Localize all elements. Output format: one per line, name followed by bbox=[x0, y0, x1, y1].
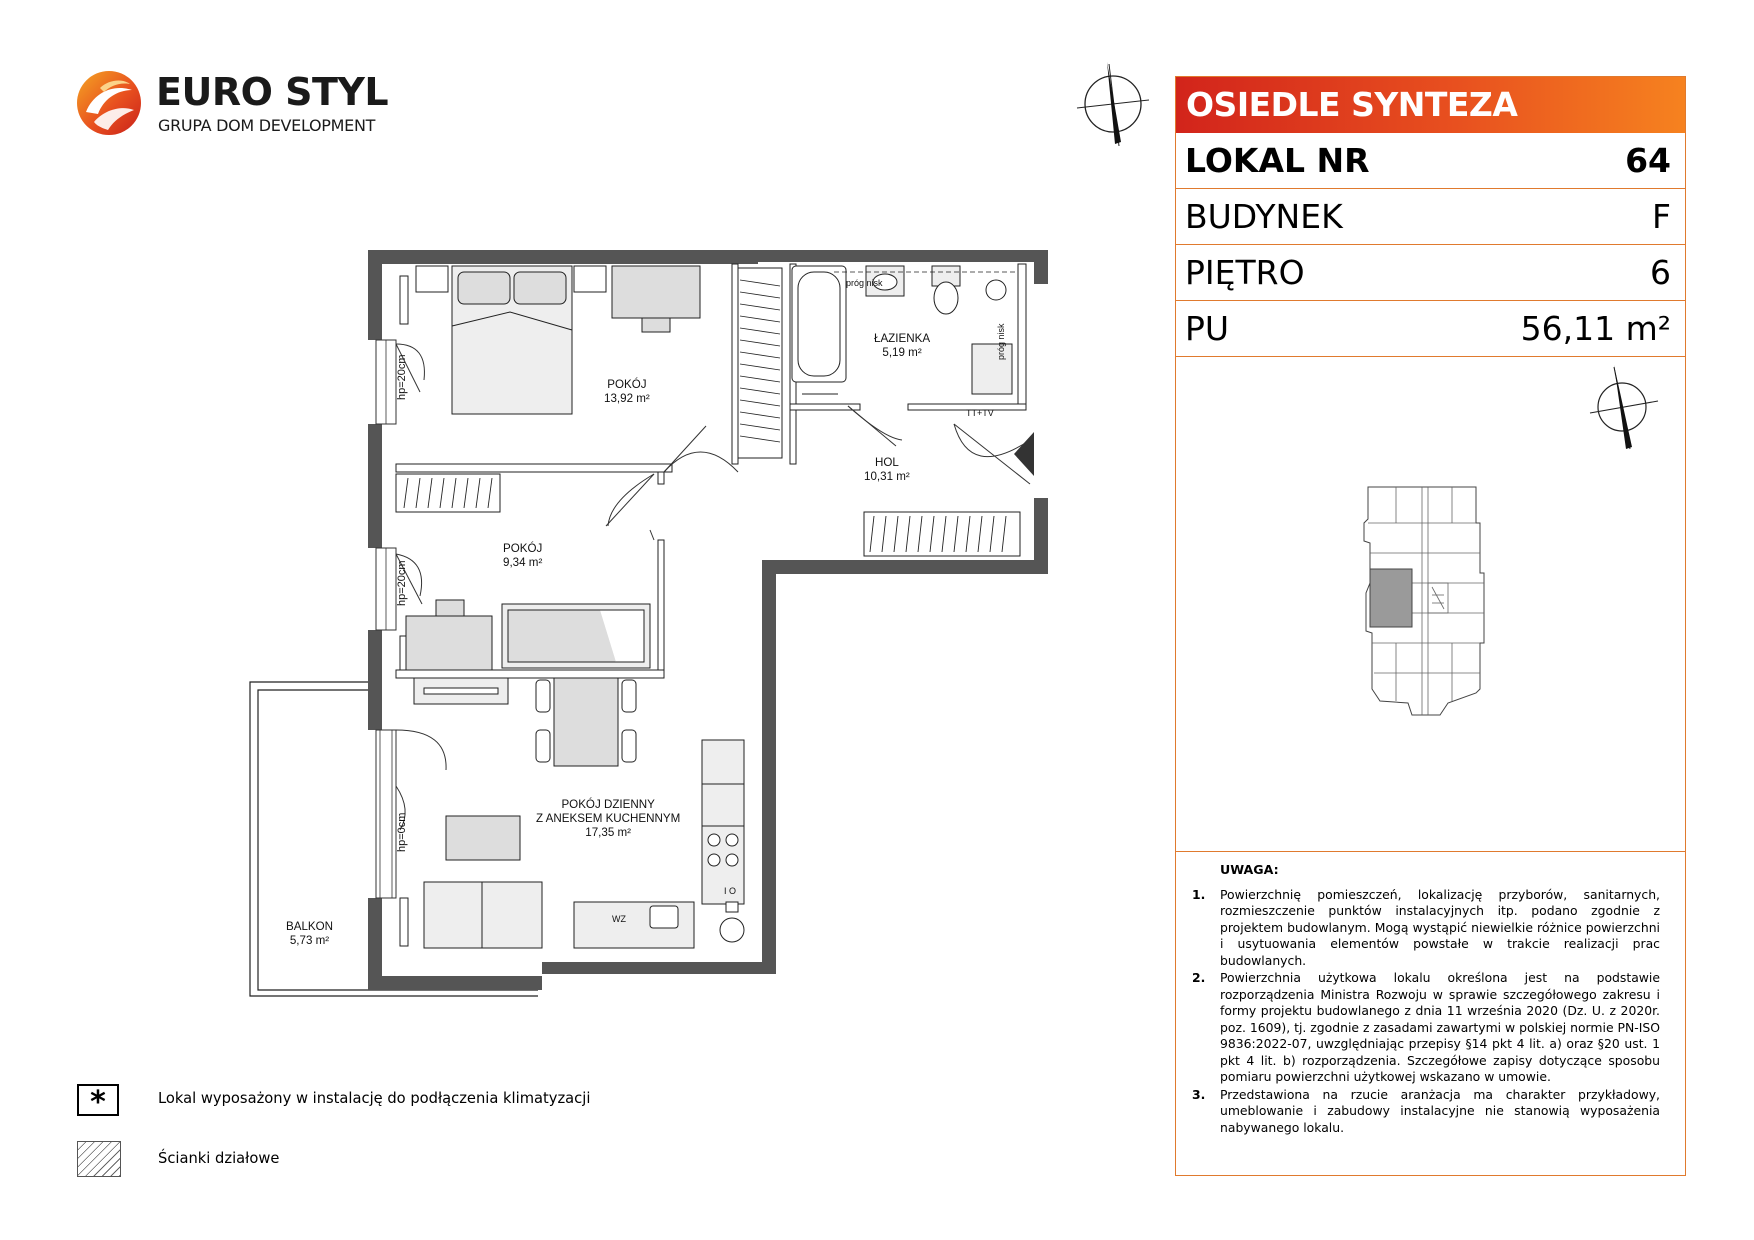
note-text: Powierzchnię pomieszczeń, lokalizację pr… bbox=[1220, 886, 1660, 968]
compass-icon bbox=[1076, 62, 1150, 147]
logo-swirl-icon bbox=[77, 71, 141, 135]
room-hall: HOL 10,31 m² bbox=[864, 456, 910, 484]
room-balcony: BALKON 5,73 m² bbox=[286, 920, 333, 948]
info-panel: OSIEDLE SYNTEZA LOKAL NR 64 BUDYNEK F PI… bbox=[1175, 76, 1686, 1176]
room-area: 17,35 m² bbox=[585, 826, 632, 839]
row-label: BUDYNEK bbox=[1185, 197, 1343, 236]
notes-list: 1. Powierzchnię pomieszczeń, lokalizację … bbox=[1190, 887, 1660, 1137]
row-budynek: BUDYNEK F bbox=[1176, 189, 1685, 245]
legend-ac-text: Lokal wyposażony w instalację do podłącz… bbox=[158, 1090, 591, 1107]
brand-name: EURO STYL bbox=[156, 70, 389, 114]
note-number: 3. bbox=[1192, 1086, 1206, 1102]
room-area: 9,34 m² bbox=[503, 556, 543, 569]
note-item: 2. Powierzchnia użytkowa lokalu określona… bbox=[1190, 970, 1660, 1086]
room-name: BALKON bbox=[286, 920, 334, 933]
room-area: 5,19 m² bbox=[882, 346, 922, 359]
room-area: 13,92 m² bbox=[604, 392, 650, 405]
living-furniture bbox=[413, 677, 695, 949]
bedroom2-furniture bbox=[405, 599, 651, 671]
room-name: ŁAZIENKA bbox=[874, 332, 931, 345]
row-value: F bbox=[1652, 197, 1671, 236]
sill-height-label: hp=0cm bbox=[396, 812, 408, 852]
legend-walls-text: Ścianki działowe bbox=[158, 1150, 280, 1167]
wz-label: WZ bbox=[612, 914, 626, 924]
bathroom-fixtures bbox=[791, 265, 1013, 395]
note-text: Przedstawiona na rzucie aranżacja ma cha… bbox=[1220, 1086, 1660, 1135]
sill-height-label: hp=20cm bbox=[396, 354, 408, 400]
room-name: POKÓJ bbox=[607, 378, 647, 391]
note-item: 1. Powierzchnię pomieszczeń, lokalizację … bbox=[1190, 887, 1660, 970]
row-lokal: LOKAL NR 64 bbox=[1176, 133, 1685, 189]
project-title: OSIEDLE SYNTEZA bbox=[1176, 77, 1685, 133]
bedroom-wardrobe bbox=[395, 473, 501, 513]
room-bedroom2: POKÓJ 9,34 m² bbox=[503, 542, 542, 570]
threshold-label: próg nisk bbox=[846, 278, 883, 288]
room-area: 5,73 m² bbox=[289, 934, 330, 947]
tt-tv-label: TT+TV bbox=[966, 408, 994, 418]
room-living: POKÓJ DZIENNY Z ANEKSEM KUCHENNYM 17,35 … bbox=[536, 798, 680, 840]
notes: UWAGA: 1. Powierzchnię pomieszczeń, lokal… bbox=[1190, 862, 1660, 1137]
compass-small-icon bbox=[1589, 365, 1659, 450]
brand-tagline: GRUPA DOM DEVELOPMENT bbox=[158, 116, 376, 135]
kitchen-counter bbox=[701, 739, 745, 943]
sill-height-label: hp=20cm bbox=[396, 560, 408, 606]
note-number: 2. bbox=[1192, 970, 1206, 985]
row-label: LOKAL NR bbox=[1185, 141, 1370, 180]
building-key-plan bbox=[1363, 486, 1485, 716]
entrance-marker bbox=[1014, 432, 1034, 476]
hall-wardrobe bbox=[863, 511, 1021, 557]
panel-divider bbox=[1176, 851, 1685, 852]
room-bedroom1: POKÓJ 13,92 m² bbox=[604, 378, 650, 406]
row-pu: PU 56,11 m² bbox=[1176, 301, 1685, 357]
note-text: Powierzchnia użytkowa lokalu określona j… bbox=[1220, 970, 1660, 1084]
floor-plan bbox=[249, 250, 1048, 997]
notes-title: UWAGA: bbox=[1220, 862, 1279, 877]
hatch-swatch-icon bbox=[77, 1141, 121, 1177]
bedroom-furniture bbox=[415, 265, 701, 415]
room-name: POKÓJ DZIENNY bbox=[561, 798, 655, 811]
selected-unit-marker bbox=[1369, 568, 1413, 628]
row-value: 6 bbox=[1650, 253, 1671, 292]
row-value: 56,11 m² bbox=[1520, 309, 1671, 348]
row-label: PU bbox=[1185, 309, 1230, 348]
logo: EURO STYL GRUPA DOM DEVELOPMENT bbox=[74, 66, 394, 140]
row-label: PIĘTRO bbox=[1185, 253, 1305, 292]
threshold-label: próg nisk bbox=[996, 323, 1006, 360]
note-number: 1. bbox=[1192, 886, 1206, 902]
room-name: HOL bbox=[874, 456, 899, 469]
room-name: POKÓJ bbox=[503, 542, 543, 555]
note-item: 3. Przedstawiona na rzucie aranżacja ma c… bbox=[1190, 1087, 1660, 1137]
wardrobe bbox=[737, 267, 783, 459]
room-area: 10,31 m² bbox=[864, 470, 910, 483]
room-bathroom: ŁAZIENKA 5,19 m² bbox=[874, 332, 930, 360]
doors bbox=[395, 343, 1031, 831]
row-value: 64 bbox=[1625, 141, 1671, 180]
io-label: I O bbox=[724, 886, 737, 896]
room-name-line2: Z ANEKSEM KUCHENNYM bbox=[536, 812, 681, 825]
row-pietro: PIĘTRO 6 bbox=[1176, 245, 1685, 301]
exterior-walls bbox=[368, 250, 1048, 990]
ac-asterisk-icon: * bbox=[77, 1084, 119, 1120]
